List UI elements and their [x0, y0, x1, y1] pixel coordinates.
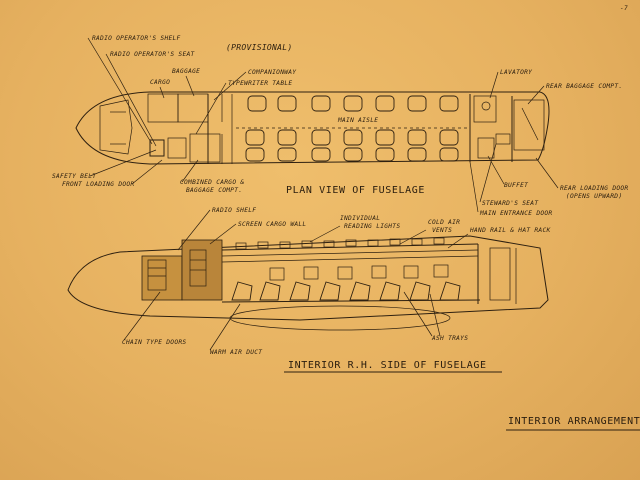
- label-safety-belt: SAFETY BELT: [52, 173, 97, 180]
- interior-view-title: INTERIOR R.H. SIDE OF FUSELAGE: [288, 360, 487, 371]
- label-typewriter-table: TYPEWRITER TABLE: [228, 80, 292, 87]
- label-combined-cargo-1: COMBINED CARGO &: [180, 179, 244, 186]
- label-radio-shelf: RADIO SHELF: [212, 207, 256, 214]
- forward-hatched-wall: [141, 255, 183, 301]
- label-reading-lights: READING LIGHTS: [344, 223, 400, 230]
- rear-door: [489, 247, 511, 301]
- wing-root-outline: [229, 305, 451, 331]
- plan-cockpit: [99, 99, 133, 155]
- side-seats: [231, 281, 461, 301]
- side-fuselage-outline: [67, 235, 549, 321]
- label-chain-type-doors: CHAIN TYPE DOORS: [122, 339, 186, 346]
- interior-view: [67, 235, 549, 331]
- label-warm-air-duct: WARM AIR DUCT: [210, 349, 263, 356]
- rear-baggage-compartment: [513, 99, 545, 151]
- label-vents: VENTS: [432, 227, 452, 234]
- label-main-aisle: MAIN AISLE: [337, 117, 378, 124]
- lavatory-fixture: [481, 101, 491, 111]
- interior-labels: RADIO SHELF SCREEN CARGO WALL INDIVIDUAL…: [122, 207, 551, 373]
- combined-cargo-compartment: [189, 133, 221, 163]
- plan-view: [75, 91, 550, 165]
- label-rear-baggage-compt: REAR BAGGAGE COMPT.: [546, 83, 622, 90]
- label-screen-cargo-wall: SCREEN CARGO WALL: [238, 221, 306, 228]
- plan-fuselage-outline: [75, 91, 550, 165]
- radio-operator-seat: [149, 139, 165, 157]
- label-baggage: BAGGAGE: [172, 68, 200, 75]
- buffet: [477, 137, 495, 159]
- chain-door-left: [147, 259, 167, 291]
- chain-door-right: [189, 249, 207, 287]
- plan-labels: RADIO OPERATOR'S SHELF RADIO OPERATOR'S …: [52, 35, 628, 217]
- label-stewards-seat: STEWARD'S SEAT: [482, 200, 539, 207]
- label-provisional: (PROVISIONAL): [226, 43, 293, 52]
- side-windows: [269, 264, 449, 281]
- label-buffet: BUFFET: [504, 182, 529, 189]
- lavatory: [473, 95, 497, 123]
- plan-seats-upper: [247, 95, 459, 112]
- label-front-loading-door: FRONT LOADING DOOR: [62, 181, 134, 188]
- label-radio-operators-seat: RADIO OPERATOR'S SEAT: [110, 51, 196, 58]
- label-lavatory: LAVATORY: [500, 69, 533, 76]
- label-radio-operators-shelf: RADIO OPERATOR'S SHELF: [92, 35, 181, 42]
- label-opens-upward: (OPENS UPWARD): [566, 193, 622, 200]
- label-hand-rail-hat-rack: HAND RAIL & HAT RACK: [469, 227, 551, 234]
- plan-seats-lower: [245, 129, 459, 162]
- baggage-compartment: [177, 93, 209, 123]
- label-rear-loading-door: REAR LOADING DOOR: [560, 185, 628, 192]
- label-main-entrance-door: MAIN ENTRANCE DOOR: [479, 210, 552, 217]
- reading-lights: [235, 237, 445, 250]
- label-combined-cargo-2: BAGGAGE COMPT.: [186, 187, 242, 194]
- label-individual: INDIVIDUAL: [340, 215, 380, 222]
- label-companionway: COMPANIONWAY: [248, 69, 297, 76]
- stewards-seat: [495, 133, 511, 145]
- label-cold-air: COLD AIR: [428, 219, 460, 226]
- cargo-compartment: [147, 93, 179, 123]
- label-cargo: CARGO: [150, 79, 170, 86]
- label-ash-trays: ASH TRAYS: [431, 335, 468, 342]
- page-number: -7: [620, 5, 628, 12]
- plan-view-title: PLAN VIEW OF FUSELAGE: [286, 185, 425, 196]
- radio-operator-shelf: [167, 137, 187, 159]
- sheet-title: INTERIOR ARRANGEMENT: [508, 416, 640, 427]
